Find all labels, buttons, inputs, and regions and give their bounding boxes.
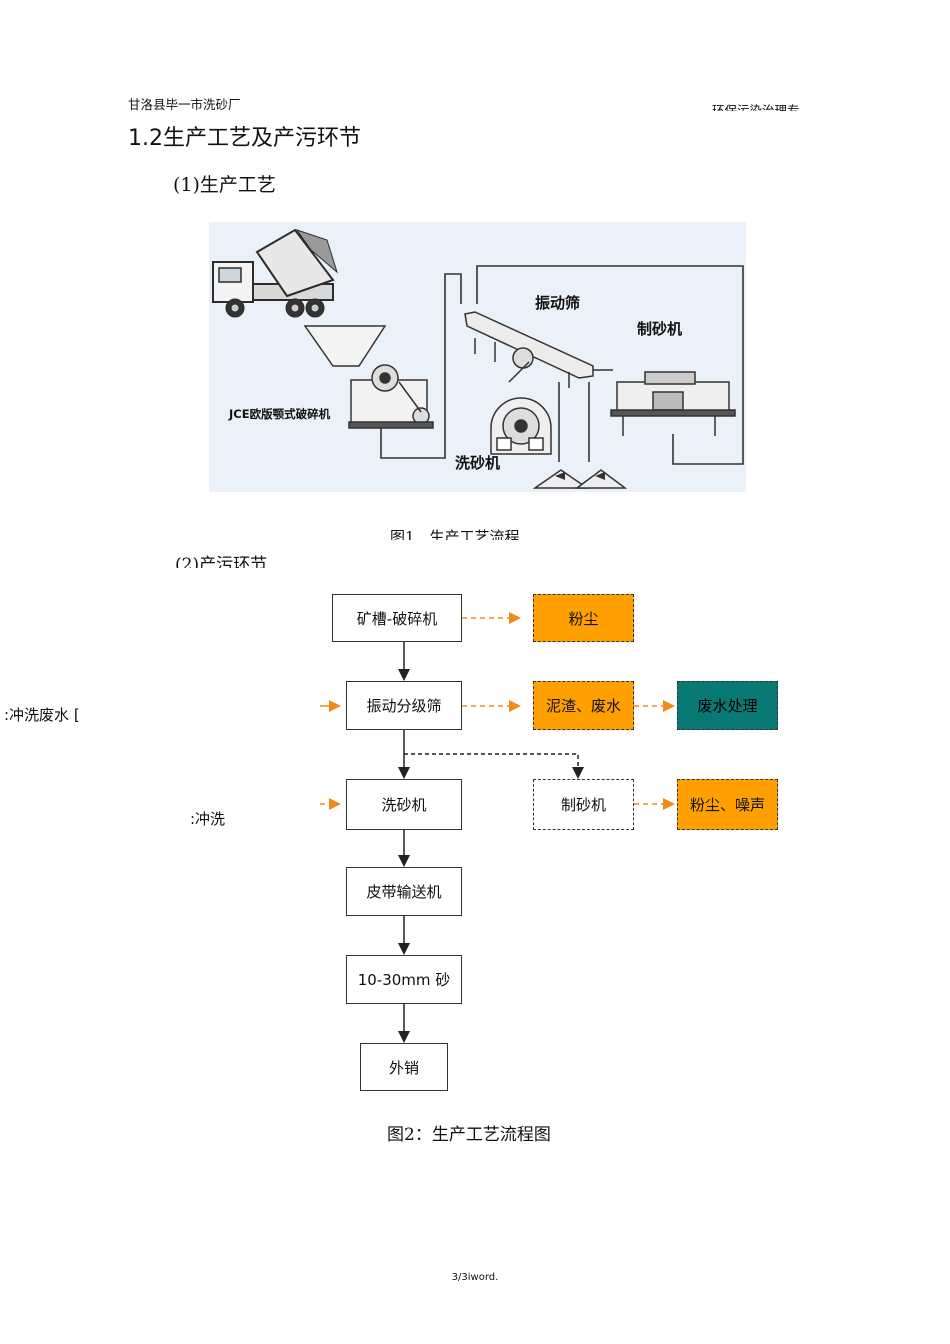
screen-label: 振动筛 — [535, 294, 580, 312]
hopper-icon — [303, 325, 387, 367]
caption-figure-2: 图2：生产工艺流程图 — [387, 1125, 551, 1145]
jaw-crusher-icon — [348, 364, 434, 429]
sub-heading-pollution: (2)产污环节 — [175, 555, 268, 568]
label-flush-wastewater: :冲洗废水 [ — [4, 706, 80, 724]
section-title: 1.2生产工艺及产污环节 — [128, 126, 361, 151]
sand-washer-icon — [490, 397, 552, 455]
box-hopper-crusher: 矿槽-破碎机 — [332, 594, 462, 642]
sand-pile-icon — [574, 469, 628, 489]
box-wastewater-treatment: 废水处理 — [677, 681, 778, 730]
process-illustration: JCE欧版颚式破碎机 振动筛 制砂机 — [209, 222, 746, 492]
box-dust: 粉尘 — [533, 594, 634, 642]
sand-maker-label: 制砂机 — [637, 320, 682, 338]
sand-maker-icon — [610, 371, 736, 436]
process-illustration-drawing: JCE欧版颚式破碎机 振动筛 制砂机 — [212, 228, 744, 489]
vibrating-screen-icon — [464, 311, 594, 388]
box-sand-washer: 洗砂机 — [346, 779, 462, 830]
crusher-label: JCE欧版颚式破碎机 — [228, 407, 331, 421]
header-left: 甘洛县毕一市洗砂厂 — [128, 97, 241, 112]
box-vibrating-screen: 振动分级筛 — [346, 681, 462, 730]
dump-truck-icon — [212, 228, 338, 318]
box-dust-noise: 粉尘、噪声 — [677, 779, 778, 830]
washer-label: 洗砂机 — [455, 454, 500, 472]
box-sand-product: 10-30mm 砂 — [346, 955, 462, 1004]
sub-heading-process: (1)生产工艺 — [173, 174, 276, 196]
caption-figure-1: 图1．生产工艺流程 — [390, 528, 520, 540]
box-external-sale: 外销 — [360, 1043, 448, 1091]
sand-pile-icon — [532, 469, 590, 489]
box-sludge-wastewater: 泥渣、废水 — [533, 681, 634, 730]
header-right: 环保污染治理专 — [712, 103, 800, 111]
box-belt-conveyor: 皮带输送机 — [346, 867, 462, 916]
box-sand-maker: 制砂机 — [533, 779, 634, 830]
dashed-branch-arrow — [404, 753, 584, 779]
page-footer: 3/3iword. — [451, 1272, 499, 1283]
label-flush: :冲洗 — [190, 810, 226, 828]
